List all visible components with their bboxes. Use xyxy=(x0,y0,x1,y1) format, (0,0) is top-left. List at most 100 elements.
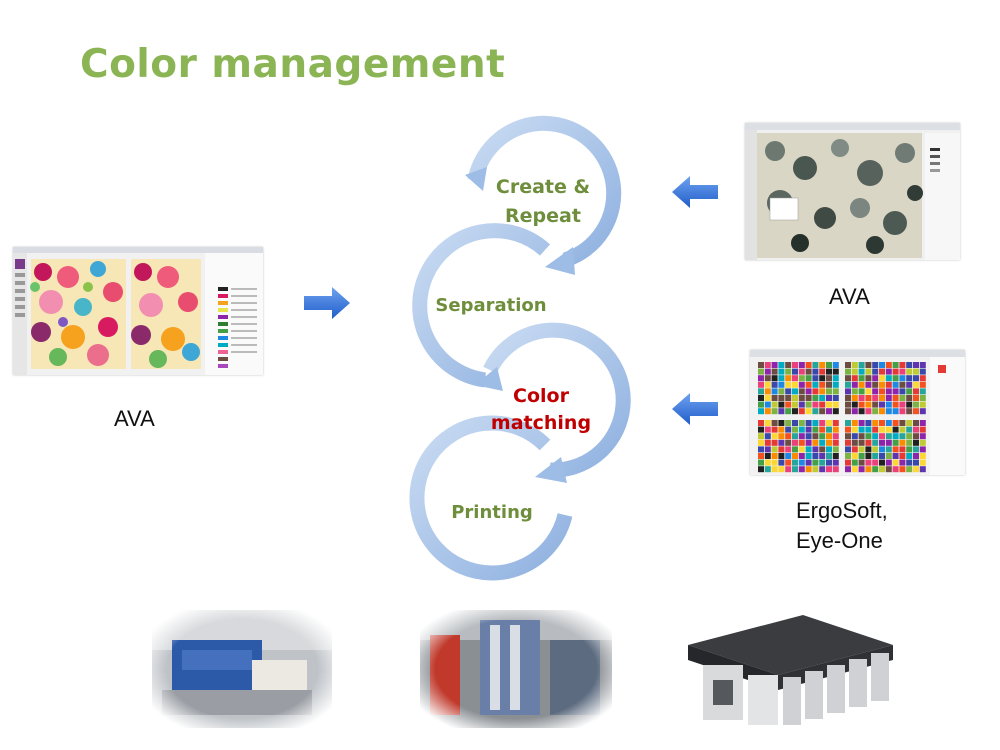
color-patch xyxy=(758,388,764,395)
color-patch xyxy=(758,362,764,368)
color-patch xyxy=(758,459,764,466)
color-patch xyxy=(758,420,764,426)
color-patch xyxy=(758,375,764,382)
color-patch xyxy=(785,408,792,415)
color-patch xyxy=(892,388,899,395)
color-patch xyxy=(826,381,832,388)
caption-left-ava: AVA xyxy=(114,406,155,431)
step-color-matching-line2: matching xyxy=(491,412,591,434)
color-patch xyxy=(879,375,885,382)
caption-top-right-ava: AVA xyxy=(829,284,870,309)
color-patch xyxy=(764,439,771,446)
color-patch xyxy=(805,426,812,433)
color-patch xyxy=(919,466,926,473)
color-patch xyxy=(771,401,778,408)
color-patch xyxy=(771,446,778,453)
color-patch xyxy=(785,368,792,375)
color-patch xyxy=(771,388,778,395)
color-patch xyxy=(906,381,913,388)
color-patch xyxy=(872,426,879,433)
color-patch xyxy=(845,453,851,459)
color-patch xyxy=(858,395,865,401)
color-patch xyxy=(885,453,892,459)
color-patch xyxy=(879,368,885,375)
color-patch xyxy=(865,408,872,415)
color-patch xyxy=(892,401,899,408)
color-patch xyxy=(892,395,899,401)
color-patch xyxy=(778,408,785,415)
color-patch xyxy=(872,381,879,388)
color-patch xyxy=(758,453,764,459)
color-patch xyxy=(798,401,805,408)
color-patch xyxy=(899,459,906,466)
color-patch xyxy=(899,408,906,415)
color-patch xyxy=(913,362,919,368)
color-patch xyxy=(885,388,892,395)
color-patch xyxy=(879,459,885,466)
color-patch xyxy=(872,362,879,368)
ava-pattern-image xyxy=(745,123,960,260)
color-patch xyxy=(764,368,771,375)
color-patch xyxy=(899,375,906,382)
color-patch xyxy=(892,453,899,459)
color-patch xyxy=(785,395,792,401)
color-patch xyxy=(892,420,899,426)
color-patch xyxy=(785,466,792,473)
color-patch xyxy=(872,408,879,415)
color-patch xyxy=(819,459,826,466)
color-patch xyxy=(872,388,879,395)
color-patch xyxy=(899,388,906,395)
color-patch xyxy=(899,420,906,426)
caption-ergosoft-line2: Eye-One xyxy=(796,528,883,553)
color-patch xyxy=(758,395,764,401)
color-patch xyxy=(899,433,906,440)
color-patch xyxy=(832,362,839,368)
color-patch xyxy=(899,439,906,446)
color-patch xyxy=(812,401,819,408)
color-patch xyxy=(798,426,805,433)
color-patch xyxy=(826,395,832,401)
color-patch xyxy=(858,368,865,375)
color-patch xyxy=(764,401,771,408)
color-patch xyxy=(785,439,792,446)
color-patch xyxy=(778,420,785,426)
color-patch xyxy=(845,446,851,453)
color-patch xyxy=(851,401,858,408)
color-patch xyxy=(851,433,858,440)
color-patch xyxy=(872,453,879,459)
color-patch xyxy=(892,433,899,440)
color-patch xyxy=(879,446,885,453)
color-patch xyxy=(758,381,764,388)
color-patch xyxy=(771,459,778,466)
color-patch xyxy=(845,368,851,375)
color-patch xyxy=(919,408,926,415)
color-patch xyxy=(819,426,826,433)
color-patch xyxy=(851,459,858,466)
step-separation: Separation xyxy=(435,295,546,316)
color-patch xyxy=(845,426,851,433)
color-patch xyxy=(845,362,851,368)
color-patch xyxy=(851,408,858,415)
color-patch xyxy=(832,466,839,473)
color-patch xyxy=(851,420,858,426)
color-patch xyxy=(819,453,826,459)
color-patch xyxy=(785,433,792,440)
color-patch xyxy=(798,395,805,401)
ava-floral-screenshot xyxy=(13,247,263,375)
color-patch xyxy=(758,426,764,433)
color-patch xyxy=(832,375,839,382)
process-cycle-diagram: Create & Repeat Separation Color matchin… xyxy=(409,115,631,581)
color-patch xyxy=(865,362,872,368)
color-patch xyxy=(771,368,778,375)
color-patch xyxy=(812,368,819,375)
color-patch xyxy=(899,395,906,401)
color-patch xyxy=(805,388,812,395)
color-patch xyxy=(826,459,832,466)
color-patch xyxy=(778,433,785,440)
color-patch xyxy=(919,459,926,466)
color-patch xyxy=(858,433,865,440)
color-patch xyxy=(798,439,805,446)
color-patch xyxy=(858,466,865,473)
color-patch xyxy=(785,426,792,433)
color-patch xyxy=(819,388,826,395)
